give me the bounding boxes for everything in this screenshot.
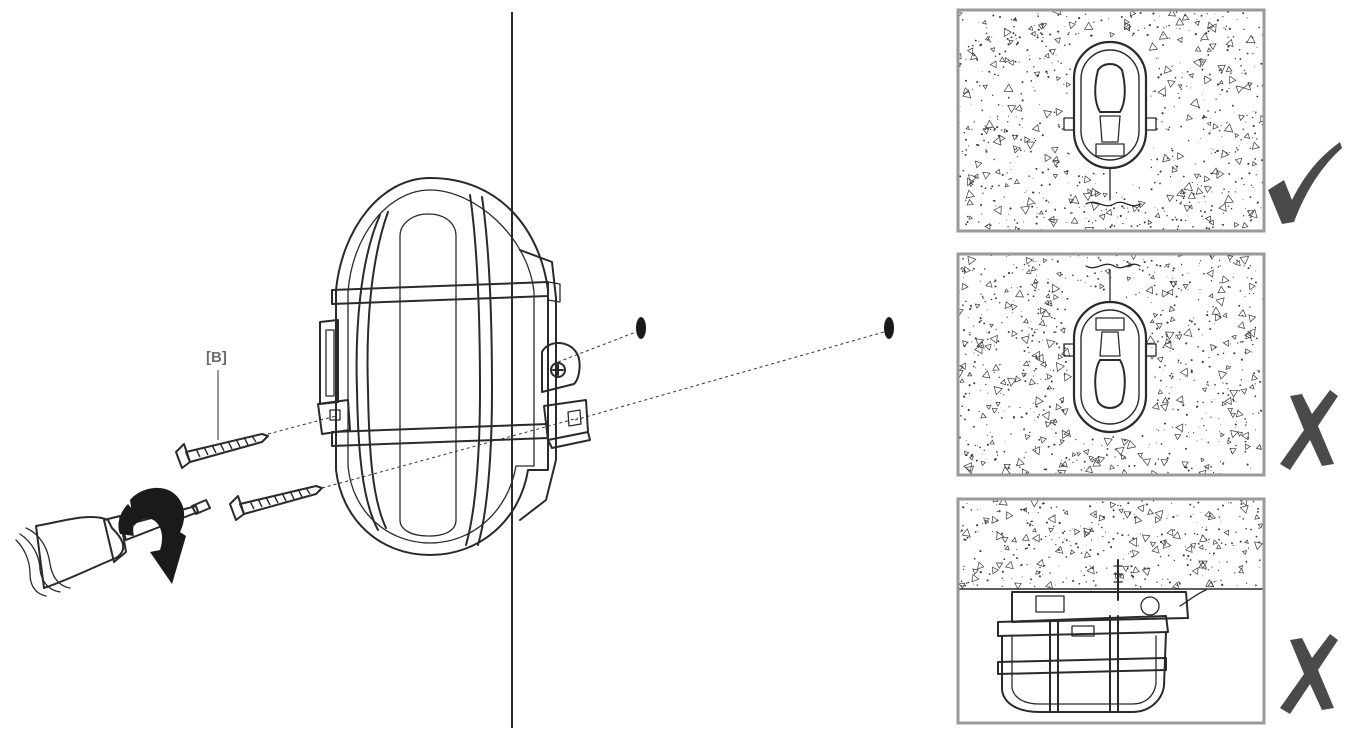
lamp-side-view: [997, 559, 1207, 713]
screw-b: [175, 433, 269, 469]
main-assembly: [B]: [15, 12, 894, 728]
screwdriver-icon: [15, 499, 211, 597]
screw-lower: [229, 485, 323, 521]
alignment-line-lower: [574, 331, 885, 421]
panel-incorrect-orientation-upside-down: [956, 252, 1266, 477]
wall-texture: [958, 254, 1264, 475]
rotation-arrow-icon: [118, 487, 186, 584]
lamp-fixture: [317, 177, 591, 556]
cross-icon: [1280, 390, 1338, 470]
alignment-line-screw-1: [267, 415, 337, 435]
panel-incorrect-orientation-ceiling: [956, 497, 1266, 725]
wall-hole-upper: [636, 317, 646, 339]
ceiling-texture: [958, 499, 1264, 590]
checkmark-icon: [1268, 142, 1342, 224]
panel-correct-orientation: [956, 8, 1266, 233]
lamp-top-view-inverted: [1063, 263, 1157, 434]
wall-hole-lower: [884, 317, 894, 339]
alignment-line-upper: [557, 331, 637, 363]
cross-icon: [1280, 634, 1338, 714]
lamp-top-view: [1063, 40, 1157, 207]
alignment-line-screw-2: [321, 417, 579, 489]
callout-label-b: [B]: [206, 349, 227, 366]
